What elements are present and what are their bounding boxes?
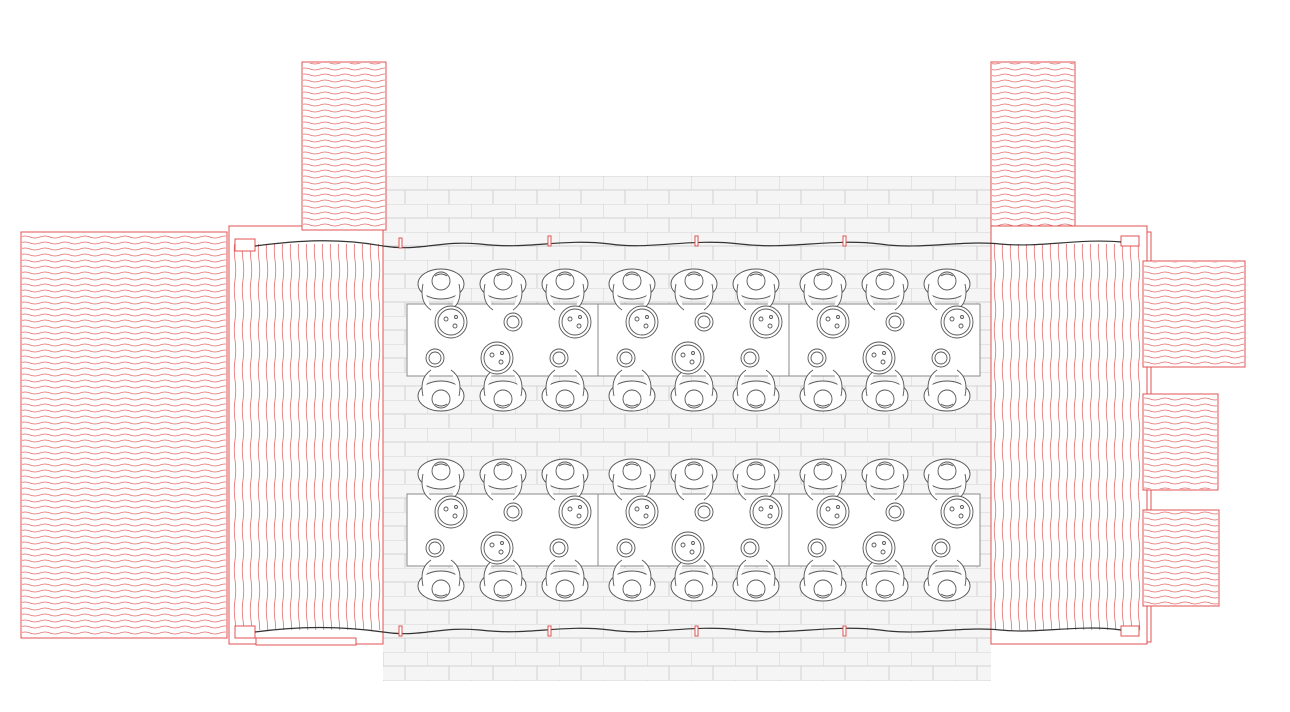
dinner-plate xyxy=(807,538,827,558)
dinner-plate xyxy=(885,312,905,332)
seated-person xyxy=(608,369,656,412)
seated-person xyxy=(861,369,909,412)
seated-person xyxy=(732,458,780,501)
dinner-plate xyxy=(694,502,714,522)
seated-person xyxy=(479,559,527,602)
pizza-plate xyxy=(434,495,468,529)
right-bottom-post xyxy=(1120,625,1140,637)
top-left-deck-block xyxy=(301,61,387,231)
seated-person xyxy=(861,268,909,311)
seated-person xyxy=(923,369,971,412)
seated-person xyxy=(670,268,718,311)
seated-person xyxy=(670,559,718,602)
pizza-plate xyxy=(625,495,659,529)
pizza-plate xyxy=(749,305,783,339)
cable-posts xyxy=(398,235,847,637)
pizza-plate xyxy=(558,305,592,339)
seated-person xyxy=(799,268,847,311)
dinner-plate xyxy=(931,348,951,368)
right-deck-lower xyxy=(1142,509,1220,607)
dinner-plate xyxy=(885,502,905,522)
pizza-plate xyxy=(862,341,896,375)
seated-person xyxy=(732,369,780,412)
seated-person xyxy=(479,369,527,412)
dinner-plate xyxy=(503,502,523,522)
seated-person xyxy=(799,369,847,412)
seated-person xyxy=(541,559,589,602)
left-top-post xyxy=(234,238,256,252)
pizza-plate xyxy=(749,495,783,529)
dinner-plate xyxy=(931,538,951,558)
left-deck-strip xyxy=(228,225,384,646)
left-bottom-post xyxy=(234,625,256,639)
seated-person xyxy=(541,369,589,412)
top-cable xyxy=(254,240,1122,249)
left-deck xyxy=(20,231,228,639)
dinner-plate xyxy=(425,538,445,558)
seated-person xyxy=(861,559,909,602)
seated-person xyxy=(670,369,718,412)
bottom-cable xyxy=(254,626,1122,635)
seated-person xyxy=(541,268,589,311)
seated-person xyxy=(608,268,656,311)
seated-person xyxy=(417,369,465,412)
dinner-plate xyxy=(425,348,445,368)
right-top-post xyxy=(1120,235,1140,247)
top-right-deck-block xyxy=(990,61,1076,231)
seated-person xyxy=(732,268,780,311)
pizza-plate xyxy=(625,305,659,339)
seated-person xyxy=(479,268,527,311)
dining-tables xyxy=(406,268,981,602)
dinner-plate xyxy=(549,348,569,368)
seated-person xyxy=(923,559,971,602)
seated-person xyxy=(417,458,465,501)
seated-person xyxy=(861,458,909,501)
pizza-plate xyxy=(862,531,896,565)
seated-person xyxy=(799,559,847,602)
pizza-plate xyxy=(480,531,514,565)
right-deck-upper xyxy=(1142,260,1246,368)
seated-person xyxy=(923,458,971,501)
pizza-plate xyxy=(480,341,514,375)
pizza-plate xyxy=(940,495,974,529)
seated-person xyxy=(417,559,465,602)
seated-person xyxy=(608,458,656,501)
pizza-plate xyxy=(671,531,705,565)
seated-person xyxy=(541,458,589,501)
dinner-plate xyxy=(740,538,760,558)
seated-person xyxy=(670,458,718,501)
pizza-plate xyxy=(816,495,850,529)
right-deck-middle xyxy=(1142,393,1219,491)
dinner-plate xyxy=(549,538,569,558)
dinner-plate xyxy=(740,348,760,368)
dinner-plate xyxy=(694,312,714,332)
pizza-plate xyxy=(816,305,850,339)
brick-paving xyxy=(383,176,991,681)
pizza-plate xyxy=(671,341,705,375)
pizza-plate xyxy=(940,305,974,339)
dinner-plate xyxy=(807,348,827,368)
seated-person xyxy=(608,559,656,602)
dinner-plate xyxy=(503,312,523,332)
pizza-plate xyxy=(434,305,468,339)
right-deck-strip xyxy=(990,225,1152,645)
seated-person xyxy=(923,268,971,311)
dinner-plate xyxy=(616,538,636,558)
seated-person xyxy=(479,458,527,501)
seated-person xyxy=(799,458,847,501)
pizza-plate xyxy=(558,495,592,529)
seated-person xyxy=(417,268,465,311)
dinner-plate xyxy=(616,348,636,368)
seated-person xyxy=(732,559,780,602)
